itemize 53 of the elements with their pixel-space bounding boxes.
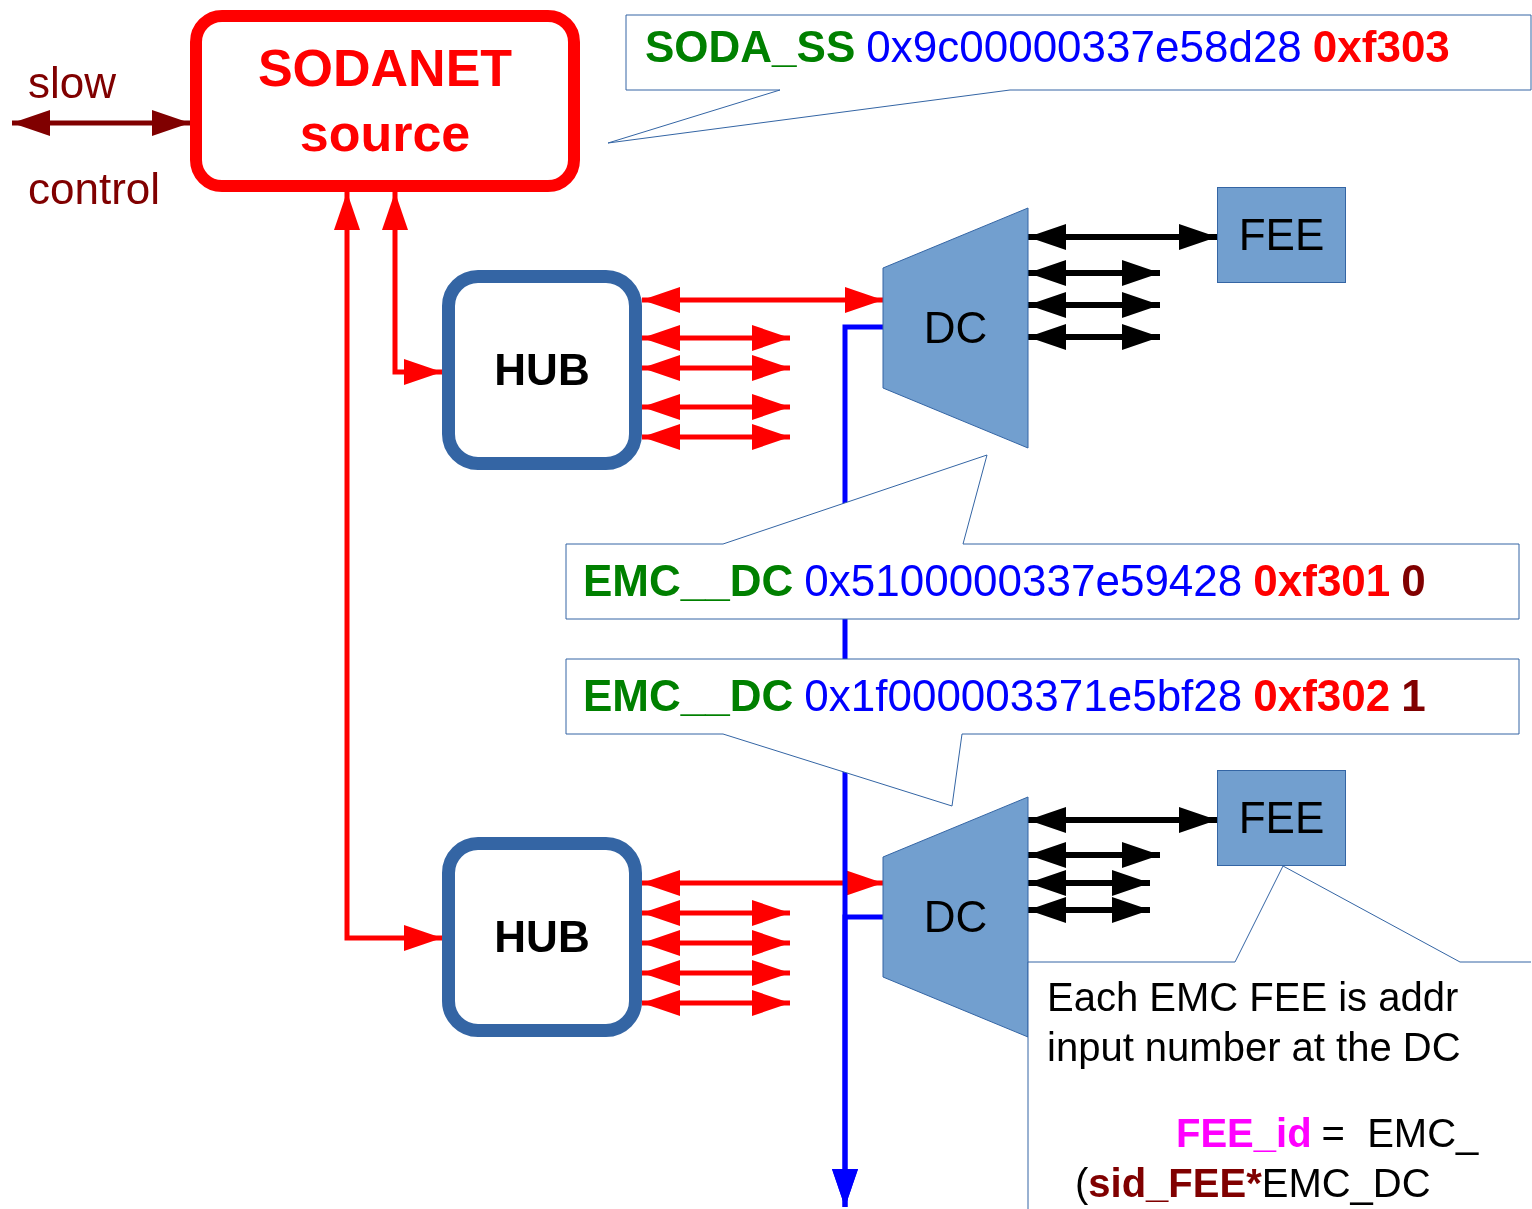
device-name: EMC__DC — [583, 556, 794, 605]
box-title: FEE — [1238, 210, 1325, 260]
arrow — [382, 192, 442, 385]
arrow — [642, 900, 790, 926]
arrow — [642, 930, 790, 956]
arrow — [832, 914, 883, 1207]
box-title: HUB — [494, 912, 590, 962]
port-number: 0xf302 — [1253, 671, 1391, 720]
arrow — [1028, 870, 1150, 896]
arrow — [1028, 807, 1217, 833]
arrow — [642, 870, 883, 896]
arrow — [642, 355, 790, 381]
hex-address: 0x5100000337e59428 — [804, 556, 1243, 605]
port-number: 0xf301 — [1253, 556, 1391, 605]
note-text: Each EMC FEE is addr input number at the DC — [1047, 974, 1462, 1071]
arrow — [1028, 324, 1160, 350]
device-name: SODA_SS — [645, 22, 856, 71]
arrow — [1028, 224, 1217, 250]
signal-label: control — [28, 164, 161, 214]
formula-text: = EMC_ — [1321, 1111, 1479, 1155]
formula-text: EMC_DC — [1261, 1161, 1431, 1205]
device-name: EMC__DC — [583, 671, 794, 720]
arrow — [642, 325, 790, 351]
index-number: 0 — [1401, 556, 1426, 605]
arrow — [1028, 897, 1150, 923]
hex-address: 0x9c00000337e58d28 — [866, 22, 1302, 71]
arrow — [334, 192, 442, 951]
port-number: 0xf303 — [1312, 22, 1450, 71]
formula-text: ( — [1075, 1161, 1089, 1205]
arrow — [642, 424, 790, 450]
box-title: SODANET source — [256, 38, 514, 164]
arrow — [642, 960, 790, 986]
box-title: DC — [923, 892, 988, 942]
arrow — [1028, 292, 1160, 318]
arrow — [1028, 260, 1160, 286]
arrow — [642, 990, 790, 1016]
hub-box — [442, 270, 642, 470]
fee-box — [1217, 770, 1346, 866]
signal-label: slow — [28, 58, 117, 108]
fee-box — [1217, 187, 1346, 283]
box-title: FEE — [1238, 793, 1325, 843]
arrow — [12, 110, 190, 136]
hex-address: 0x1f000003371e5bf28 — [804, 671, 1243, 720]
formula-term: sid_FEE* — [1088, 1161, 1262, 1205]
source-box — [190, 10, 580, 192]
box-title: DC — [923, 303, 988, 353]
arrow — [642, 287, 883, 313]
box-title: HUB — [494, 345, 590, 395]
formula-term: FEE_id — [1176, 1111, 1312, 1155]
hub-box — [442, 837, 642, 1037]
arrow — [1028, 842, 1160, 868]
index-number: 1 — [1401, 671, 1426, 720]
arrow — [642, 394, 790, 420]
